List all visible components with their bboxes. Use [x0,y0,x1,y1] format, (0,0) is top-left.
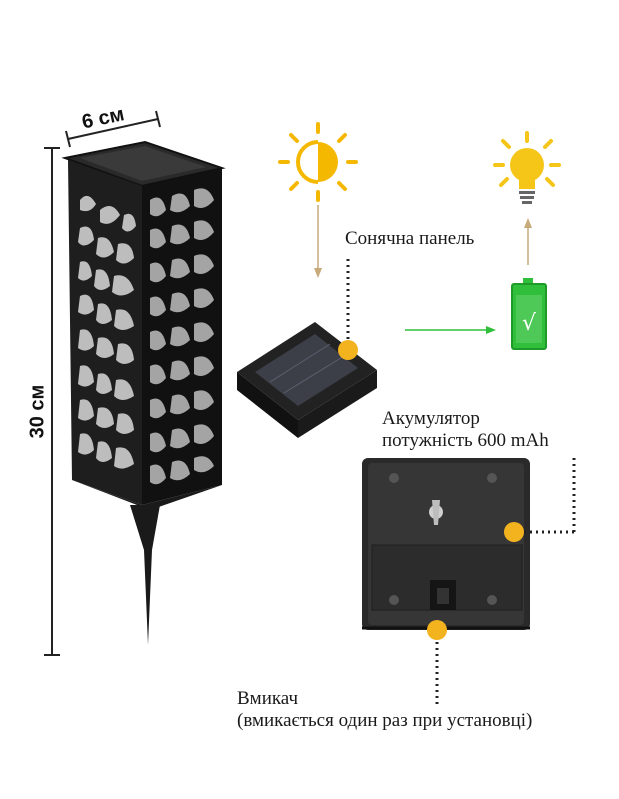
width-dimension-line [65,110,161,148]
solar-panel-callout [338,258,358,360]
switch-label-line2: (вмикається один раз при установці) [237,710,533,731]
switch-callout [427,620,447,705]
height-dimension-label: 30 см [26,384,49,439]
height-dimension-line [44,147,60,656]
battery-charged-icon: √ [511,278,547,350]
arrow-panel-to-battery [405,326,496,334]
sun-icon [278,122,358,202]
garden-lamp [61,140,226,645]
battery-callout [504,455,576,542]
switch-label-line1: Вмикач [237,688,299,709]
battery-module [362,458,530,630]
lamp-pattern-right [150,188,214,485]
solar-panel-module [237,322,377,438]
ground-stake [130,505,160,645]
arrow-battery-to-bulb [524,218,532,265]
arrow-sun-to-panel [314,205,322,278]
lamp-pattern-left [78,195,136,469]
svg-text:√: √ [522,311,537,336]
battery-label-line1: Акумулятор [382,408,480,429]
battery-label-line2: потужність 600 mAh [382,430,549,451]
solar-panel-label: Сонячна панель [345,228,475,249]
light-bulb-icon [493,131,561,204]
